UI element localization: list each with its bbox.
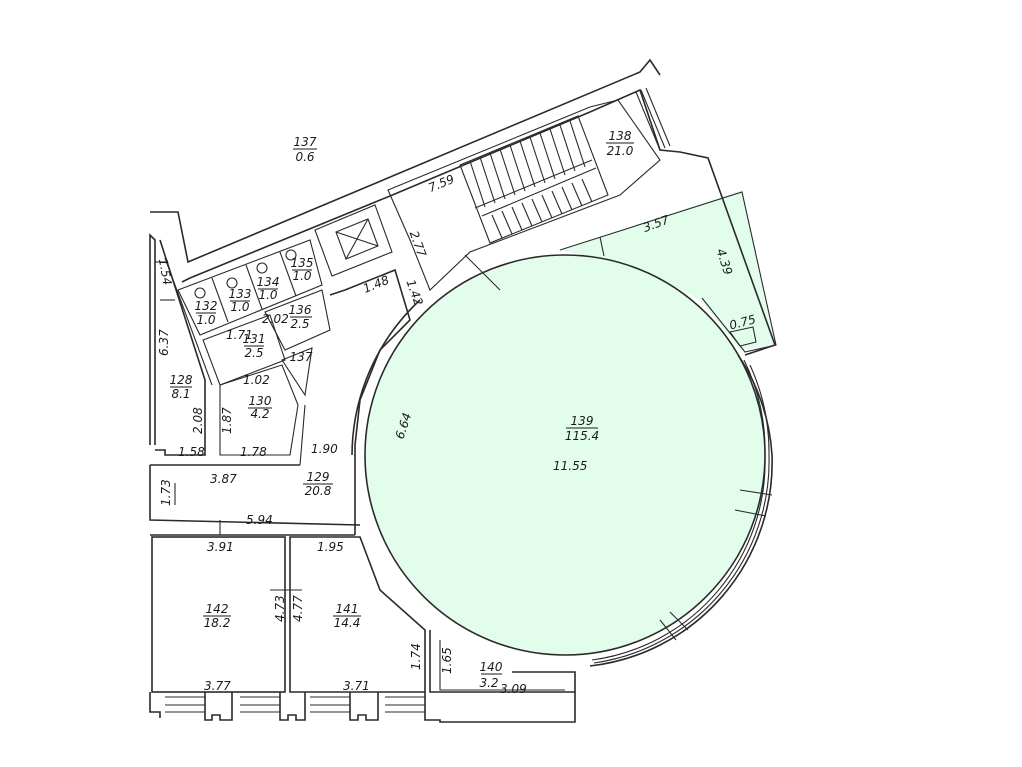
svg-text:1.0: 1.0 [230, 300, 249, 314]
left-block-walls [149, 233, 411, 535]
svg-text:18.2: 18.2 [204, 616, 231, 630]
room-label-141: 141 14.4 [333, 602, 361, 630]
svg-text:141: 141 [336, 602, 359, 616]
room-label-139: 139 115.4 [565, 414, 599, 443]
dim-3-71: 3.71 [343, 679, 370, 693]
svg-text:138: 138 [609, 129, 632, 143]
room-label-133: 133 1.0 [229, 287, 252, 314]
dim-4-73: 4.73 [273, 595, 287, 622]
dim-3-77: 3.77 [204, 679, 231, 693]
svg-text:20.8: 20.8 [305, 484, 332, 498]
dim-1-87: 1.87 [220, 407, 234, 434]
dim-3-09: 3.09 [500, 682, 527, 696]
svg-text:1.0: 1.0 [258, 288, 277, 302]
dim-1-90: 1.90 [311, 442, 338, 456]
svg-text:132: 132 [195, 299, 218, 313]
svg-text:135: 135 [291, 256, 314, 270]
svg-text:131: 131 [243, 332, 266, 346]
svg-text:0.6: 0.6 [295, 150, 314, 164]
room-label-140: 140 3.2 [479, 660, 502, 690]
room-label-138: 138 21.0 [606, 129, 634, 158]
circular-hall-walls [351, 254, 773, 667]
svg-text:2.5: 2.5 [244, 346, 263, 360]
dim-0-75: 0.75 [728, 312, 757, 332]
dim-1-65: 1.65 [440, 647, 454, 674]
svg-text:139: 139 [571, 414, 594, 428]
room-label-128: 128 8.1 [170, 373, 193, 401]
room-label-142: 142 18.2 [203, 602, 231, 630]
svg-text:21.0: 21.0 [607, 144, 634, 158]
dim-4-77: 4.77 [291, 595, 305, 622]
svg-text:14.4: 14.4 [334, 616, 361, 630]
svg-text:137: 137 [290, 350, 313, 364]
svg-text:129: 129 [307, 470, 330, 484]
dim-2-77: 2.77 [407, 229, 429, 259]
elevator-shaft [314, 204, 393, 277]
bottom-block-walls [149, 534, 576, 723]
svg-text:115.4: 115.4 [565, 429, 599, 443]
dim-1-58: 1.58 [178, 445, 205, 459]
svg-text:4.2: 4.2 [250, 407, 269, 421]
room-label-136: 136 2.5 [289, 303, 312, 331]
room-139-highlight [365, 190, 775, 655]
svg-text:1.0: 1.0 [196, 313, 215, 327]
dim-1-42: 1.42 [403, 278, 425, 308]
dim-6-37: 6.37 [157, 329, 171, 356]
dim-1-71: 1.71 [226, 328, 253, 342]
upper-wing-walls [150, 58, 777, 356]
room-labels: 137 0.6 138 21.0 139 115.4 128 8.1 129 2… [170, 129, 634, 690]
dim-3-91: 3.91 [207, 540, 234, 554]
dim-1-95: 1.95 [317, 540, 344, 554]
room-label-132: 132 1.0 [195, 299, 218, 327]
svg-text:3.2: 3.2 [479, 676, 498, 690]
dim-2-08: 2.08 [191, 407, 205, 434]
room-label-134: 134 1.0 [257, 275, 280, 302]
dim-1-78: 1.78 [240, 445, 267, 459]
svg-text:133: 133 [229, 287, 252, 301]
room-label-135: 135 1.0 [291, 256, 314, 283]
svg-text:142: 142 [206, 602, 229, 616]
dim-1-74: 1.74 [409, 643, 423, 670]
svg-text:8.1: 8.1 [171, 387, 190, 401]
staircase [459, 87, 671, 244]
svg-text:2.5: 2.5 [290, 317, 309, 331]
dim-1-48: 1.48 [361, 273, 391, 296]
dim-1-54: 1.54 [156, 257, 174, 286]
dim-7-59: 7.59 [426, 172, 456, 195]
room-label-130: 130 4.2 [248, 394, 272, 421]
dim-5-94: 5.94 [246, 513, 273, 527]
svg-text:136: 136 [289, 303, 312, 317]
svg-text:130: 130 [249, 394, 272, 408]
room-label-137-small: 137 [290, 350, 313, 364]
svg-text:134: 134 [257, 275, 280, 289]
dim-11-55: 11.55 [553, 459, 587, 473]
svg-text:140: 140 [480, 660, 503, 674]
room-label-137: 137 0.6 [293, 135, 317, 164]
dim-3-87: 3.87 [210, 472, 237, 486]
dim-1-02: 1.02 [243, 373, 270, 387]
room-label-131: 131 2.5 [243, 332, 266, 360]
svg-text:128: 128 [170, 373, 193, 387]
room-label-129: 129 20.8 [303, 470, 333, 498]
window-band [149, 692, 576, 723]
svg-text:137: 137 [294, 135, 317, 149]
svg-text:1.0: 1.0 [292, 269, 311, 283]
dim-1-73: 1.73 [159, 479, 173, 506]
dim-2-02: 2.02 [262, 312, 289, 326]
